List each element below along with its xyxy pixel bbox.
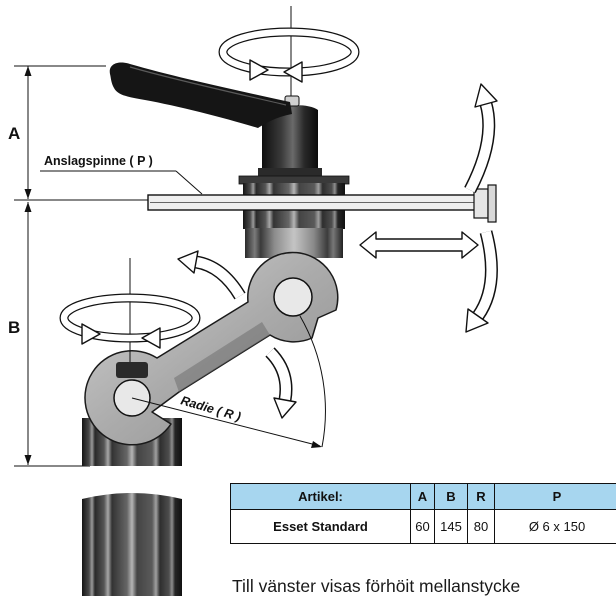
clamp-body (238, 175, 350, 258)
stop-pin-end-cap (487, 184, 497, 223)
intermediate-column (82, 493, 182, 596)
arm-swing-down-shaft-fill (266, 348, 291, 401)
spec-table-body: Esset Standard 60 145 80 Ø 6 x 150 (230, 509, 616, 544)
caption-text: Till vänster visas förhöit mellanstycke (232, 576, 521, 596)
radius-label: Radie ( R ) (179, 393, 242, 423)
table-row: Esset Standard 60 145 80 Ø 6 x 150 (230, 509, 616, 544)
clamping-lever (109, 62, 322, 178)
header-artikel: Artikel: (230, 483, 411, 510)
cell-p: Ø 6 x 150 (494, 509, 616, 544)
pin-label: Anslagspinne ( P ) (44, 154, 153, 168)
header-p: P (494, 483, 616, 510)
pin-label-leader (175, 170, 203, 195)
table-header-row: Artikel: A B R P (230, 483, 616, 510)
lower-rotation-arrow (59, 293, 201, 349)
dimension-a-bottom-arrowhead (24, 189, 32, 199)
clamp-top-lip (238, 175, 350, 185)
top-rotation-ring-fill (219, 28, 359, 76)
stop-pin (147, 184, 497, 223)
top-rotation-arrow (218, 27, 360, 83)
dimension-b: B (8, 199, 148, 467)
stop-pin-collar (473, 188, 489, 219)
tilt-up-arrow (464, 83, 498, 193)
dimension-b-bottom-arrowhead (24, 455, 32, 465)
swivel-arm-shading (174, 322, 270, 392)
dimension-b-label: B (8, 318, 20, 337)
header-b: B (434, 483, 468, 510)
pin-slide-double-arrow (359, 231, 479, 259)
cell-artikel: Esset Standard (230, 509, 411, 544)
header-r: R (467, 483, 495, 510)
arm-swing-down-arrow (265, 347, 297, 419)
arm-swing-up-shaft-fill (194, 257, 245, 299)
radius-line (131, 397, 321, 447)
spec-table-head: Artikel: A B R P (230, 483, 616, 510)
radius-arc (299, 315, 326, 448)
dimension-a-top-arrowhead (24, 66, 32, 76)
cell-r: 80 (467, 509, 495, 544)
top-rotation-arrowhead-right (249, 59, 269, 81)
tilt-down-arrow (465, 230, 498, 333)
tilt-up-arrowhead (474, 83, 498, 108)
lower-joint-nub (116, 362, 148, 378)
lever-highlight (129, 66, 287, 106)
top-rotation-arrowhead-left (283, 61, 303, 83)
lower-rotation-arrowhead-right (81, 323, 101, 345)
lower-rotation-ring-fill (60, 294, 200, 342)
header-a: A (410, 483, 435, 510)
lever-handle (109, 62, 292, 128)
arm-swing-up-arrowhead (177, 250, 199, 274)
lower-rotation-arrowhead-left (141, 327, 161, 349)
arm-swing-up-arrow (177, 250, 246, 300)
radius-arrowhead (311, 441, 322, 448)
tilt-up-arrow-shaft-fill (465, 102, 494, 193)
dimension-b-top-arrowhead (24, 202, 32, 212)
cell-b: 145 (434, 509, 468, 544)
lever-hub (262, 105, 318, 170)
upper-pivot (273, 277, 313, 317)
cell-a: 60 (410, 509, 435, 544)
pin-callout: Anslagspinne ( P ) (40, 154, 203, 195)
tilt-down-arrow-shaft-fill (473, 230, 497, 319)
dimension-a: A (8, 65, 106, 199)
swivel-arm (84, 251, 339, 446)
dimension-a-label: A (8, 124, 20, 143)
arm-swing-down-arrowhead (273, 397, 297, 419)
tilt-down-arrowhead (465, 308, 489, 333)
lever-collar (258, 168, 322, 178)
spec-table: Artikel: A B R P Esset Standard 60 145 8… (230, 483, 616, 544)
